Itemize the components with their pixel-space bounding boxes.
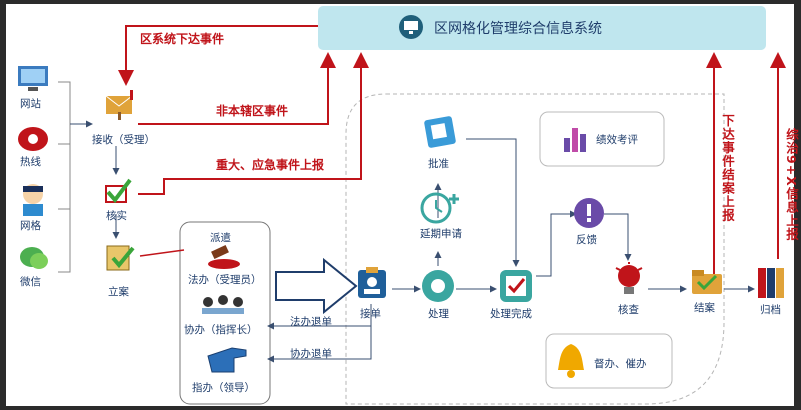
gear-icon (420, 268, 456, 308)
folder-icon (690, 266, 724, 300)
meeting-icon (196, 294, 250, 324)
node-accept-order: 接单 (360, 308, 381, 320)
node-register: 立案 (108, 286, 129, 298)
node-urge: 督办、催办 (594, 358, 647, 370)
system-title: 区网格化管理综合信息系统 (434, 21, 602, 37)
arrow-label-comprehensive: 综治9+X信息上报 (784, 128, 799, 241)
check-mark-icon (102, 176, 132, 210)
return-coord-label: 协办退单 (290, 348, 332, 360)
node-archive: 归档 (760, 304, 781, 316)
urge-box (545, 333, 673, 389)
arrow-label-issue-close: 下达事件结案上报 (720, 114, 735, 222)
return-law-label: 法办退单 (290, 316, 332, 328)
gavel-icon (206, 244, 242, 274)
arrow-label-non-area: 非本辖区事件 (216, 104, 289, 118)
bar-chart-icon (562, 122, 592, 158)
channel-hotline: 热线 (20, 156, 41, 168)
evaluation-box (539, 111, 665, 167)
hotline-icon (16, 122, 50, 156)
pointing-hand-icon (204, 342, 250, 382)
channel-website: 网站 (20, 98, 41, 110)
bulb-icon (614, 262, 644, 302)
node-process: 处理 (428, 308, 449, 320)
node-law-enforce: 法办（受理员） (188, 274, 262, 286)
clipboard-icon (356, 266, 388, 304)
mailbox-icon (100, 88, 140, 124)
node-inspect: 核查 (618, 304, 639, 316)
node-approve: 批准 (428, 158, 449, 170)
node-supervise: 指办（领导） (192, 382, 255, 394)
connector-layer (58, 6, 786, 405)
wechat-icon (18, 244, 50, 276)
title-banner (318, 6, 766, 50)
binders-icon (756, 266, 786, 304)
case-register-icon (104, 240, 136, 276)
done-check-icon (498, 268, 534, 308)
dispatch-group-box (179, 221, 271, 405)
node-coordinate: 协办（指挥长） (184, 324, 258, 336)
approve-book-icon (420, 114, 460, 154)
bell-icon (554, 342, 588, 384)
big-hollow-arrow (275, 257, 358, 315)
arrow-label-dispatch-down: 区系统下达事件 (140, 32, 225, 46)
node-close: 结案 (694, 302, 715, 314)
feedback-icon (572, 196, 606, 234)
channel-grid: 网格 (20, 220, 41, 232)
node-receive: 接收（受理） (92, 134, 155, 146)
node-delay-apply: 延期申请 (420, 228, 462, 240)
node-evaluation: 绩效考评 (596, 134, 638, 146)
arrow-label-major: 重大、应急事件上报 (216, 158, 325, 172)
process-region (345, 93, 725, 405)
clock-icon (420, 190, 462, 228)
dispatch-label: 派遣 (210, 232, 231, 244)
channel-wechat: 微信 (20, 276, 41, 288)
website-icon (16, 64, 52, 98)
node-feedback: 反馈 (576, 234, 597, 246)
grid-person-icon (18, 182, 48, 220)
diagram-canvas: 区网格化管理综合信息系统 网站 热线 网格 微信 接收（受理） 核实 立案 派遣… (6, 4, 799, 406)
node-done: 处理完成 (490, 308, 532, 320)
node-verify: 核实 (106, 210, 127, 222)
monitor-icon (398, 14, 424, 44)
